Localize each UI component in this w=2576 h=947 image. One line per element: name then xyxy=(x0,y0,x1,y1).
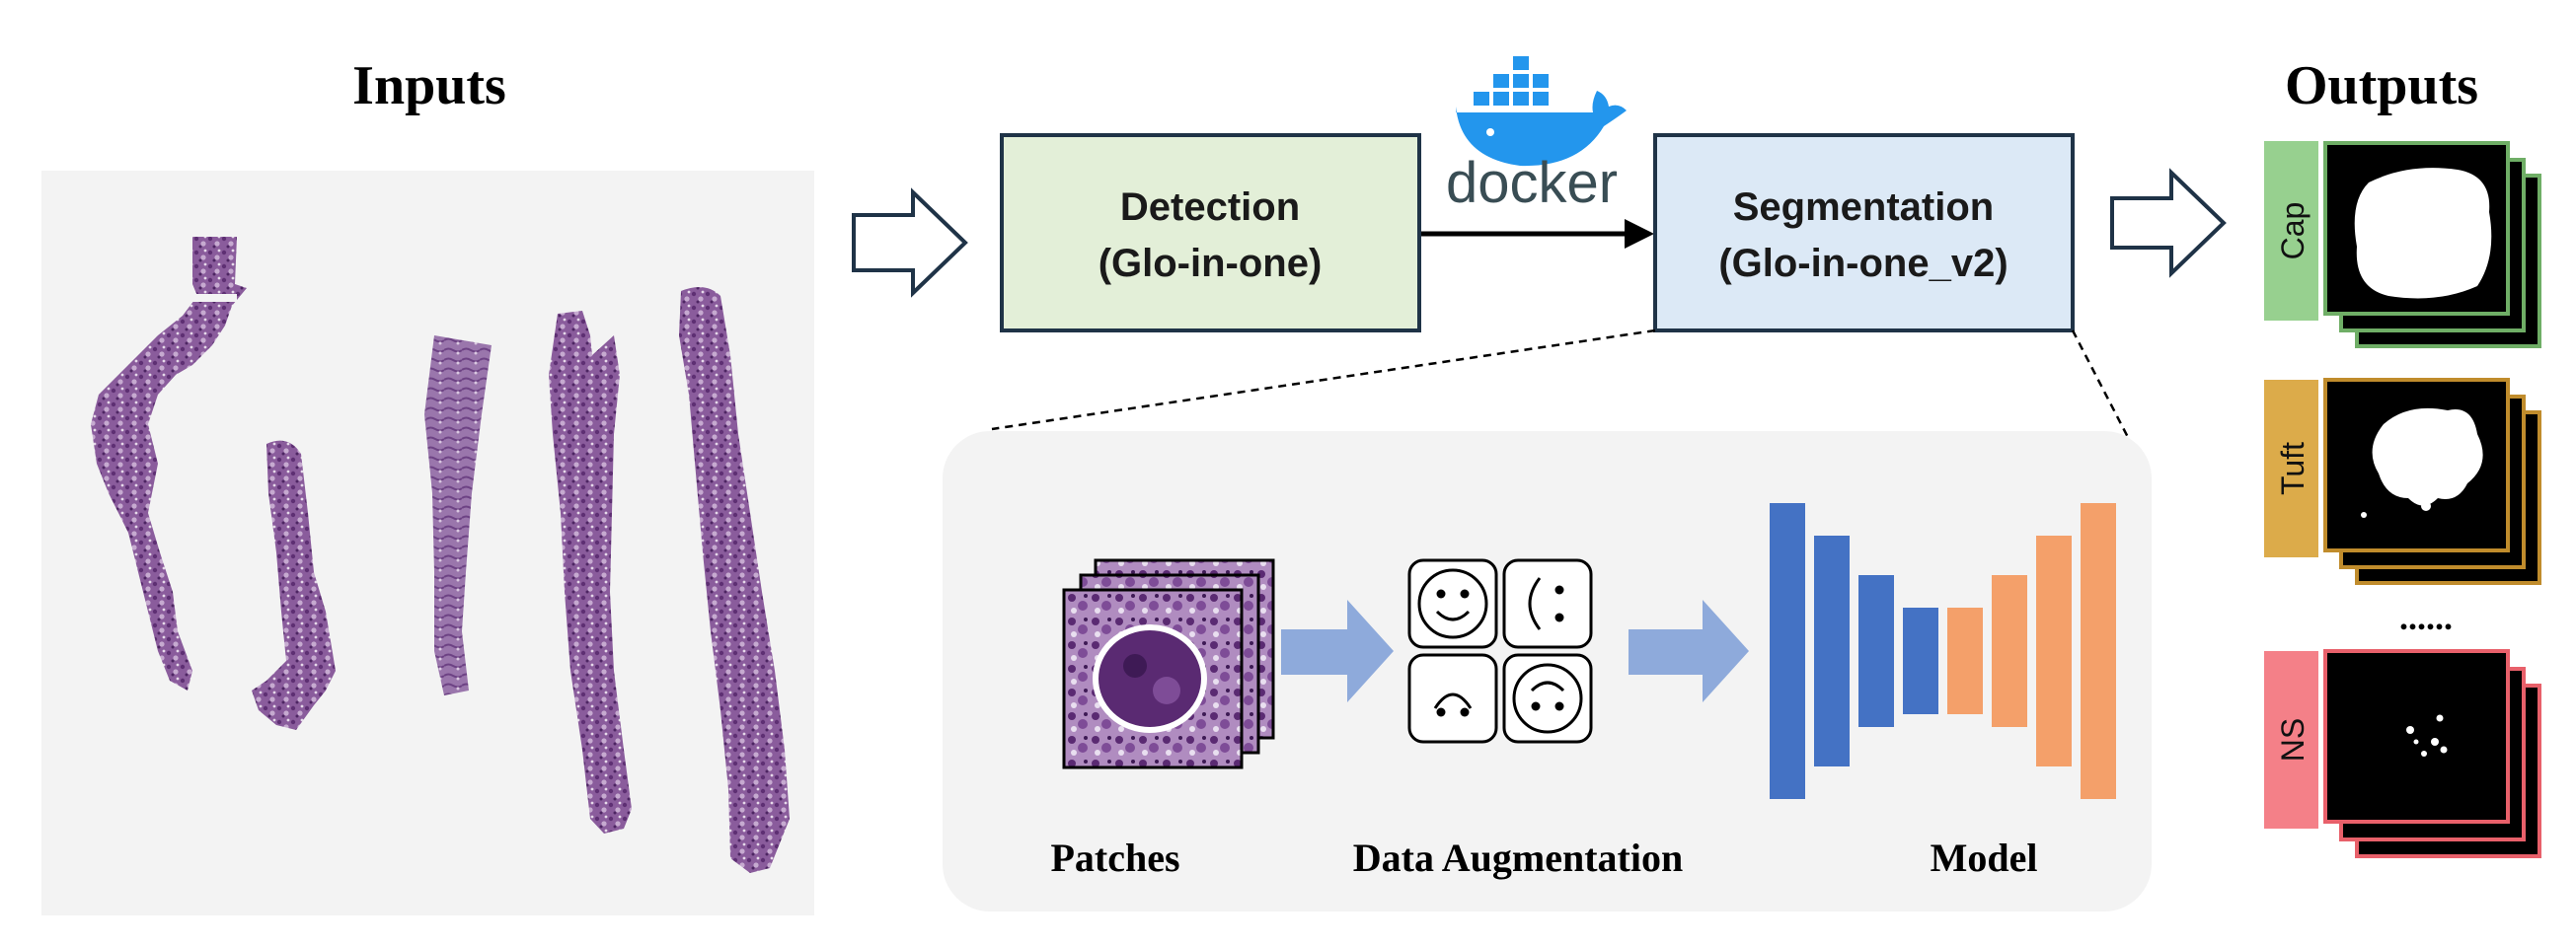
smiley-icon-inverted xyxy=(1502,653,1593,744)
outputs-ellipsis: ...... xyxy=(2399,598,2453,637)
smiley-icon-upright xyxy=(1407,558,1498,649)
output-ns: NS xyxy=(2264,649,2541,858)
patches-label: Patches xyxy=(1050,836,1179,880)
wsi-image xyxy=(41,171,814,915)
outputs-title: Outputs xyxy=(2285,55,2478,116)
patches-stack xyxy=(1062,558,1275,769)
ns-mask xyxy=(2406,714,2448,757)
output-cap: Cap xyxy=(2264,141,2541,348)
smiley-icon-rotated xyxy=(1502,558,1593,649)
tissue-strip-1 xyxy=(91,237,247,691)
tissue-strip-3 xyxy=(424,335,492,695)
docker-wordmark: docker xyxy=(1446,151,1618,215)
segmentation-subtitle: (Glo-in-one_v2) xyxy=(1718,242,2008,285)
detection-title: Detection xyxy=(1120,185,1300,229)
augmentation-label: Data Augmentation xyxy=(1353,836,1683,880)
decoder-layer-3 xyxy=(2036,536,2072,766)
detection-box: Detection (Glo-in-one) xyxy=(1000,133,1421,332)
augmentation-grid xyxy=(1407,558,1593,744)
model-label: Model xyxy=(1931,836,2038,880)
tissue-strip-5 xyxy=(679,287,790,873)
decoder-layer-2 xyxy=(1992,575,2027,727)
encoder-layer-3 xyxy=(1858,575,1894,727)
segmentation-box: Segmentation (Glo-in-one_v2) xyxy=(1653,133,2075,332)
output-arrow xyxy=(2110,168,2227,278)
patches-to-augmentation-arrow xyxy=(1281,600,1394,702)
decoder-layer-4 xyxy=(2081,503,2116,799)
tuft-label: Tuft xyxy=(2275,442,2311,495)
encoder-layer-1 xyxy=(1770,503,1805,799)
bottleneck-layer xyxy=(1903,608,1938,714)
docker-logo: docker xyxy=(1446,54,1627,215)
output-tuft: Tuft xyxy=(2264,378,2541,585)
cap-label: Cap xyxy=(2275,202,2311,260)
zoom-line-left xyxy=(991,328,1656,431)
augmentation-to-model-arrow xyxy=(1629,600,1749,702)
smiley-icon-flipped xyxy=(1407,653,1498,744)
ns-label: NS xyxy=(2275,718,2311,762)
decoder-layer-1 xyxy=(1947,608,1983,714)
inputs-title: Inputs xyxy=(352,55,506,116)
tissue-strip-2 xyxy=(252,440,336,730)
docker-whale-icon xyxy=(1456,54,1627,167)
encoder-layer-2 xyxy=(1814,536,1850,766)
input-arrow xyxy=(852,187,968,298)
tissue-strip-4 xyxy=(549,311,632,834)
segmentation-title: Segmentation xyxy=(1733,185,1994,229)
detection-subtitle: (Glo-in-one) xyxy=(1099,242,1323,285)
cap-mask xyxy=(2354,168,2492,299)
tuft-mask xyxy=(2372,407,2483,506)
model-diagram xyxy=(1770,503,2116,799)
